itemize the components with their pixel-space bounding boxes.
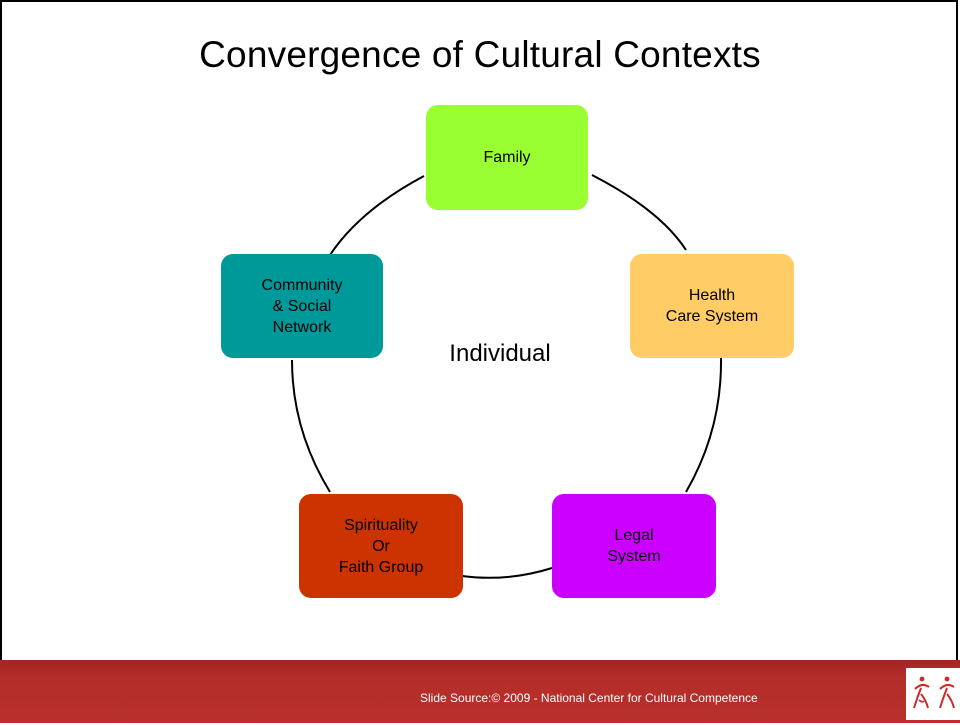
- arc-family-health: [591, 174, 687, 251]
- node-legal-system: Legal System: [552, 494, 716, 598]
- arc-health-legal: [685, 357, 723, 493]
- node-community-label-1: Community: [261, 276, 343, 294]
- node-community-label-2: & Social: [272, 297, 332, 315]
- node-spirituality-label-1: Spirituality: [344, 516, 418, 534]
- node-community-social-network: Community & Social Network: [221, 254, 383, 358]
- node-health-label-2: Care System: [665, 308, 759, 325]
- node-spirituality-label-3: Faith Group: [338, 558, 424, 576]
- node-spirituality-label-2: Or: [372, 537, 390, 555]
- node-legal-label-1: Legal: [614, 527, 654, 544]
- figures-logo-icon: [906, 668, 960, 720]
- node-health-label-1: Health: [688, 287, 736, 304]
- node-family: Family: [426, 105, 588, 210]
- center-label-individual: Individual: [449, 340, 551, 367]
- arc-community-family: [329, 175, 425, 256]
- footer-bar: Slide Source:© 2009 - National Center fo…: [0, 660, 960, 723]
- arc-spirituality-community: [291, 359, 331, 493]
- arc-legal-spirituality: [461, 567, 553, 579]
- footer-source-text: Slide Source:© 2009 - National Center fo…: [420, 691, 758, 705]
- node-spirituality-faith-group: Spirituality Or Faith Group: [299, 494, 463, 598]
- node-health-care-system: Health Care System: [630, 254, 794, 358]
- node-community-label-3: Network: [272, 318, 332, 336]
- node-family-label-1: Family: [483, 149, 531, 166]
- slide-frame: [0, 0, 958, 660]
- node-legal-label-2: System: [607, 548, 661, 565]
- slide-title: Convergence of Cultural Contexts: [199, 34, 761, 75]
